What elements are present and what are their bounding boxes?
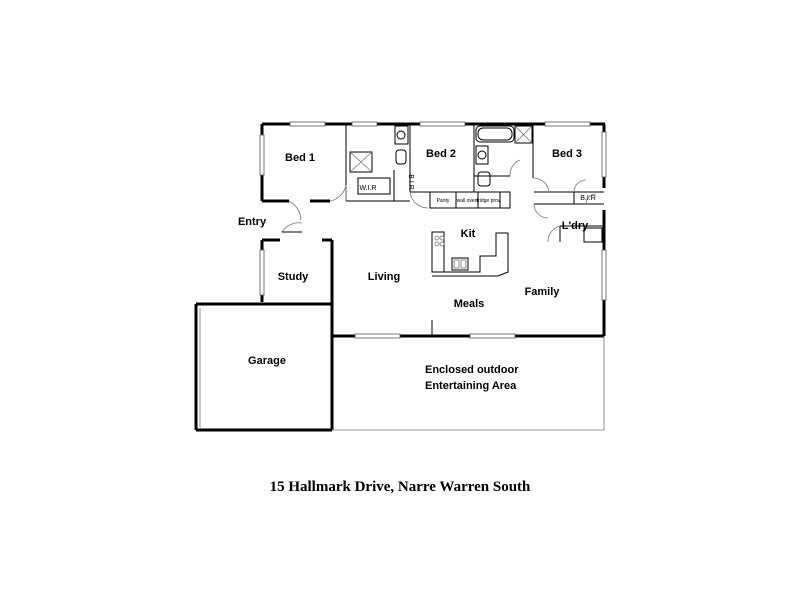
label-pantry: Panty [437,198,450,204]
outdoor-area-outline [332,336,605,431]
bedroom-wing-walls [260,122,606,209]
label-fridge-prov: fridge prov. [477,198,502,204]
label-bir: B.I.R [580,195,596,202]
room-label-laundry: L'dry [562,220,589,232]
ensuite-fixtures [349,125,409,195]
label-wir: W.I.R [359,185,376,192]
label-bir-vertical: B I R [407,174,414,190]
room-label-kitchen: Kit [461,228,476,240]
room-label-bed1: Bed 1 [285,152,315,164]
bedroom-windows [259,121,607,178]
kitchen-fixtures [429,191,511,277]
living-zone-walls [259,238,607,339]
room-label-bed2: Bed 2 [426,148,456,160]
room-label-garage: Garage [248,355,286,367]
room-label-meals: Meals [454,298,485,310]
room-label-outdoor-line2: Entertaining Area [425,380,517,392]
room-label-entry: Entry [238,216,267,228]
address-caption: 15 Hallmark Drive, Narre Warren South [269,479,531,495]
room-label-outdoor-line1: Enclosed outdoor [425,364,519,376]
bathroom-fixtures [475,125,533,187]
garage-walls [194,302,334,432]
room-label-bed3: Bed 3 [552,148,582,160]
room-label-family: Family [525,286,561,298]
door-swings [281,159,597,233]
room-label-study: Study [278,271,309,283]
label-wall-oven: wall oven [457,198,478,204]
room-label-living: Living [368,271,400,283]
